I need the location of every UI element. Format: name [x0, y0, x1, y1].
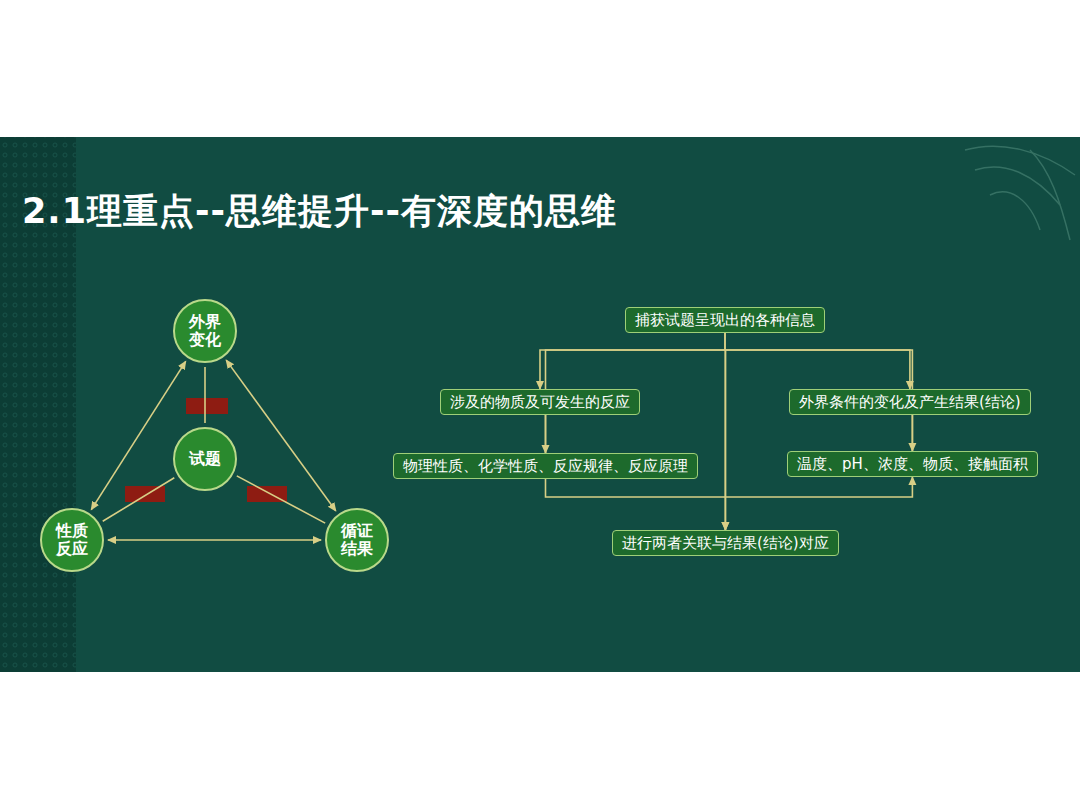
process-box: 外界条件的变化及产生结果(结论): [789, 389, 1031, 415]
connector: [546, 477, 913, 497]
node-text: 物理性质、化学性质、反应规律、反应原理: [403, 457, 688, 475]
node-text: 外界条件的变化及产生结果(结论): [799, 393, 1021, 411]
process-box: 进行两者关联与结果(结论)对应: [612, 530, 839, 556]
connector: [237, 476, 325, 523]
connector: [725, 350, 912, 530]
red-tag: [125, 486, 165, 502]
node-text: 捕获试题呈现出的各种信息: [635, 311, 815, 329]
connector: [540, 333, 725, 389]
node-text: 进行两者关联与结果(结论)对应: [622, 534, 829, 552]
node-text: 循证结果: [339, 522, 375, 557]
ornament-curve: [1030, 150, 1070, 240]
connector: [91, 361, 185, 509]
node-text: 温度、pH、浓度、物质、接触面积: [797, 455, 1028, 473]
concept-circle: 性质反应: [40, 508, 104, 572]
red-tags: [125, 398, 287, 502]
process-box: 物理性质、化学性质、反应规律、反应原理: [393, 453, 698, 479]
ornament-curve: [990, 192, 1040, 230]
process-box: 涉及的物质及可发生的反应: [440, 389, 640, 415]
dark-panel: [0, 137, 1080, 672]
connector: [226, 360, 336, 511]
concept-circle: 循证结果: [325, 508, 389, 572]
node-text: 外界变化: [187, 313, 223, 348]
process-box: 捕获试题呈现出的各种信息: [625, 307, 825, 333]
ornament-curve: [965, 146, 1075, 175]
node-text: 涉及的物质及可发生的反应: [450, 393, 630, 411]
concept-circle: 外界变化: [173, 299, 237, 363]
concept-circle: 试题: [173, 427, 237, 491]
node-text: 试题: [187, 450, 223, 468]
node-text: 性质反应: [54, 522, 90, 557]
connector: [546, 350, 726, 530]
connector: [103, 478, 175, 522]
slide-title: 2.1理重点--思维提升--有深度的思维: [22, 188, 617, 235]
connector: [204, 367, 206, 423]
red-tag: [186, 398, 228, 414]
connector: [108, 539, 321, 541]
connector: [725, 333, 910, 389]
corner-ornament: [965, 146, 1075, 240]
process-box: 温度、pH、浓度、物质、接触面积: [787, 451, 1038, 477]
